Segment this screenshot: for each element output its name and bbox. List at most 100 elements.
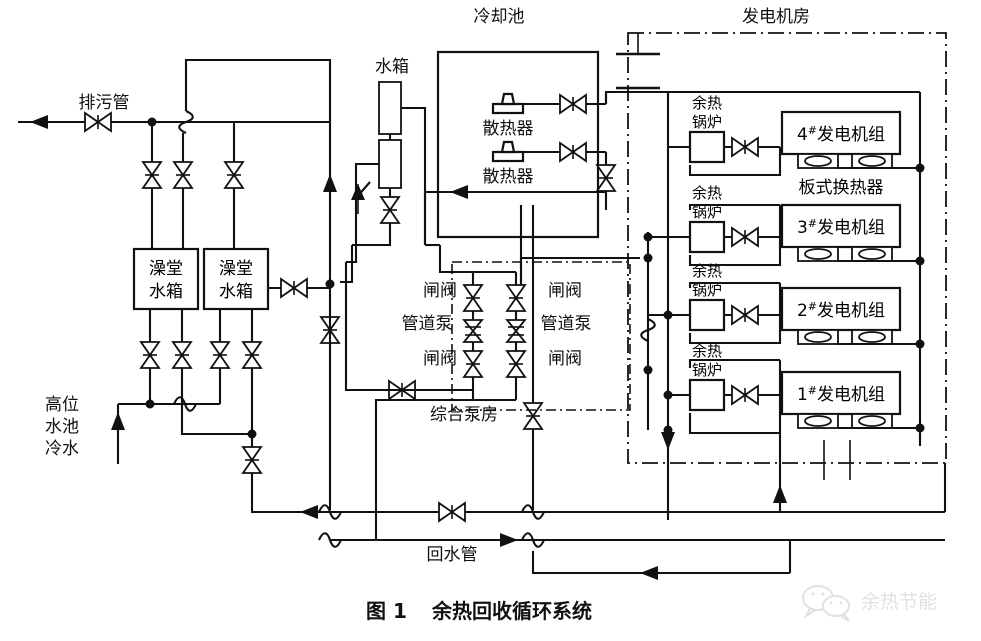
pump-discharge-pipe — [374, 398, 473, 512]
water-tank-outlet-pipe — [352, 223, 392, 247]
genset-4-label: 4#发电机组 — [797, 124, 885, 145]
boiler-2-toploop — [688, 281, 780, 288]
bath-water-tank-2 — [202, 247, 270, 311]
pipeline-pump-left — [463, 319, 483, 343]
drain-flow-arrow — [30, 115, 48, 129]
expansion-device — [354, 162, 379, 250]
riser-flow-arrow — [323, 174, 337, 192]
heat-exchanger-2-left — [804, 331, 832, 343]
heat-exchanger-2-right — [858, 331, 886, 343]
genset-4-body — [780, 110, 902, 156]
bath-water-tank-1 — [132, 247, 200, 311]
gate-valve-left-bottom — [463, 350, 483, 378]
water-tank-feed-down — [344, 262, 376, 392]
valve-boiler-1 — [731, 385, 759, 405]
pump-house-label: 综合泵房 — [430, 405, 498, 425]
cooling-pool-label: 冷却池 — [474, 7, 525, 27]
genset-3-body — [780, 203, 902, 249]
gate-valve-left-top-label: 闸阀 — [423, 281, 457, 301]
genset-4-number: 4 — [797, 125, 808, 145]
valve-boiler-2 — [731, 305, 759, 325]
junction-manifold-b — [643, 365, 653, 375]
valve-tank2-outlet — [280, 278, 308, 298]
genset-2-number: 2 — [797, 301, 808, 321]
genset-4-name: 发电机组 — [817, 125, 885, 145]
return-pipe-label: 回水管 — [427, 545, 478, 565]
pipeline-pump-right-label: 管道泵 — [541, 314, 592, 334]
genset-1-number: 1 — [797, 385, 808, 405]
valve-tank1-inlet — [142, 161, 162, 189]
genroom-drop-a-arrow — [773, 485, 787, 503]
water-tank-lower — [378, 139, 402, 189]
boiler-2-loop — [688, 315, 782, 345]
bath-tank-1-label-line2: 水箱 — [149, 282, 183, 302]
bath-tank-2-label-line2: 水箱 — [219, 282, 253, 302]
generator-room-boundary — [627, 32, 947, 464]
boiler-4-label-line2: 锅炉 — [692, 113, 722, 131]
boiler-3-body — [688, 220, 726, 254]
manifold-flow-arrow — [661, 432, 675, 450]
pump-house-boundary — [451, 261, 631, 411]
boiler-3-label-line1: 余热 — [692, 184, 722, 202]
boiler-1-body — [688, 378, 726, 412]
cooling-pool-return-arrow — [450, 185, 468, 199]
valve-boiler-4 — [731, 137, 759, 157]
genset-1-body — [780, 370, 902, 416]
water-tank-to-pumps — [340, 245, 354, 284]
cold-water-inlet-arrow — [111, 412, 125, 430]
boiler-3-toploop — [688, 203, 780, 210]
boiler-4-label-line1: 余热 — [692, 94, 722, 112]
junction-genset-2 — [915, 339, 925, 349]
boiler-3-loop — [688, 237, 782, 267]
bath-tank-2-label-line1: 澡堂 — [219, 259, 253, 279]
genset-1-sup: # — [808, 384, 817, 397]
water-tank-overflow-pipe — [401, 106, 427, 245]
junction-boiler-3 — [643, 232, 653, 242]
radiator-2-label: 散热器 — [483, 167, 534, 187]
valve-pool-supply — [523, 402, 543, 430]
valve-tank2-drain-a — [210, 341, 230, 369]
valve-boiler-3 — [731, 227, 759, 247]
boiler-4-body — [688, 130, 726, 164]
genset-2-name: 发电机组 — [817, 301, 885, 321]
watermark: 余热节能 — [802, 585, 937, 622]
genset-1-name: 发电机组 — [817, 385, 885, 405]
genset-3-sup: # — [808, 217, 817, 230]
heat-exchanger-4-left — [804, 155, 832, 167]
cooling-pool-basin — [436, 50, 600, 239]
boiler-2-label-line1: 余热 — [692, 262, 722, 280]
gate-valve-right-bottom-label: 闸阀 — [548, 349, 582, 369]
upper-return-arrow — [300, 505, 318, 519]
junction-genset-4 — [915, 163, 925, 173]
genset-2-sup: # — [808, 300, 817, 313]
boiler-3-label-line2: 锅炉 — [692, 203, 722, 221]
water-tank-upper — [378, 81, 402, 135]
radiator-1-riser — [604, 90, 640, 104]
heat-exchanger-1-right — [858, 415, 886, 427]
tank-drain-crosslink — [180, 412, 252, 436]
gate-valve-right-bottom — [506, 350, 526, 378]
boiler-2-body — [688, 298, 726, 332]
boiler-1-toploop — [688, 358, 780, 368]
gate-valve-right-top-label: 闸阀 — [548, 281, 582, 301]
valve-tank1-drain-a — [140, 341, 160, 369]
heat-exchanger-3-left — [804, 248, 832, 260]
junction-cold-header — [145, 399, 155, 409]
genset-4-sup: # — [808, 124, 817, 137]
radiator-1-label: 散热器 — [483, 119, 534, 139]
junction-manifold-c — [663, 425, 673, 435]
pool-bottom-crosslink — [519, 256, 640, 288]
heat-exchanger-3-right — [858, 248, 886, 260]
valve-tank2-inlet — [224, 161, 244, 189]
pipeline-pump-left-label: 管道泵 — [402, 314, 453, 334]
boiler-1-loop — [688, 395, 782, 435]
expansion-device-tail — [346, 250, 358, 264]
boiler-1-label-line2: 锅炉 — [692, 361, 722, 379]
figure-caption-number: 图 1 — [366, 599, 407, 623]
valve-radiator-2 — [559, 142, 587, 162]
return-pipe-arrow — [500, 533, 518, 547]
drain-pipe-label: 排污管 — [79, 93, 130, 113]
high-pool-label-line2: 水池 — [45, 417, 79, 437]
